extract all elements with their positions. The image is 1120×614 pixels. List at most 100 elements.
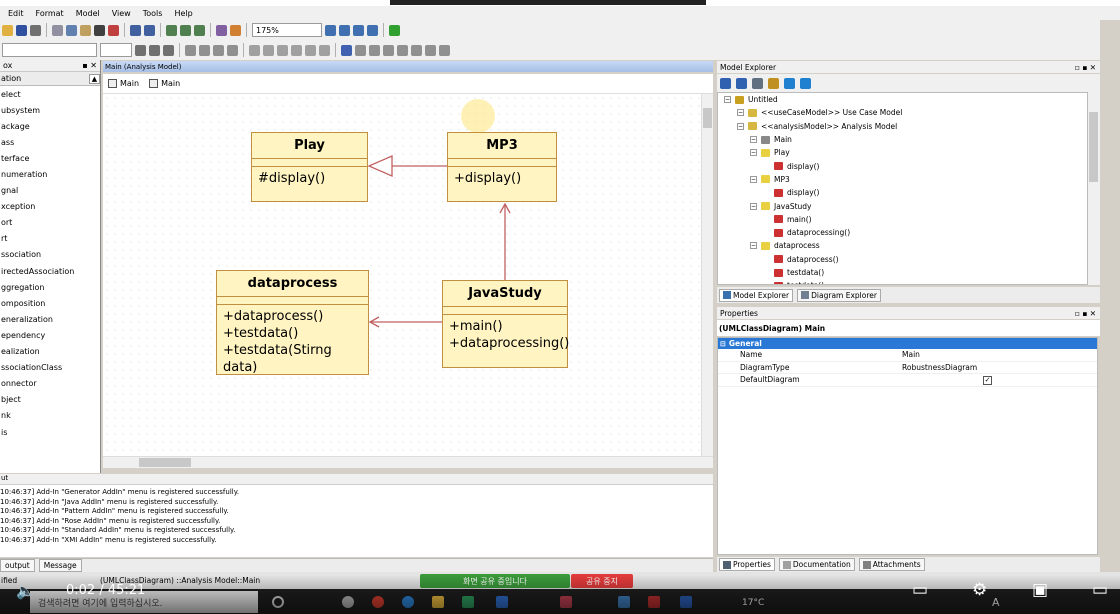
edge-icon[interactable] <box>402 596 414 608</box>
tab-message[interactable]: Message <box>38 559 82 572</box>
tab-documentation[interactable]: Documentation <box>778 558 855 571</box>
subtitles-icon[interactable]: ▭ <box>912 580 929 600</box>
weather-text[interactable]: 17°C <box>742 598 765 608</box>
class-javastudy[interactable]: JavaStudy +main() +dataprocessing() <box>442 280 569 368</box>
toolbox-item[interactable]: xception <box>1 202 36 212</box>
zoom-select[interactable]: 175% <box>252 23 322 37</box>
theater-icon[interactable]: ▭ <box>1092 580 1109 600</box>
toolbox-item[interactable]: terface <box>1 153 30 163</box>
pin-icon[interactable]: ▪ ✕ <box>82 61 97 70</box>
diagram2-icon[interactable] <box>180 24 191 36</box>
font-size-select[interactable] <box>100 43 132 57</box>
stop-share-button[interactable]: 공유 중지 <box>571 574 633 588</box>
align-left-icon[interactable] <box>383 44 394 56</box>
expand-icon[interactable]: − <box>750 242 757 250</box>
toolbox-item[interactable]: gnal <box>1 186 19 196</box>
word-icon[interactable] <box>680 596 692 608</box>
expand-icon[interactable]: − <box>750 202 757 210</box>
scroll-thumb[interactable] <box>139 458 191 467</box>
volume-icon[interactable]: 🔈 <box>16 582 35 600</box>
find-icon[interactable] <box>94 24 105 36</box>
expand-icon[interactable]: − <box>737 122 744 130</box>
class-play[interactable]: Play #display() <box>251 132 368 202</box>
toolbox-item[interactable]: irectedAssociation <box>1 266 75 276</box>
scroll-thumb[interactable] <box>1089 112 1098 182</box>
settings-icon[interactable] <box>342 596 354 608</box>
collapse-icon[interactable]: ▲ <box>89 73 100 84</box>
paste-icon[interactable] <box>80 24 91 36</box>
expand-icon[interactable]: − <box>750 136 757 144</box>
fill-color-icon[interactable] <box>163 44 174 56</box>
scroll-thumb[interactable] <box>703 108 712 128</box>
tree-node[interactable]: −<<useCaseModel>> Use Case Model <box>718 106 1087 119</box>
delete-icon[interactable] <box>108 24 119 36</box>
cut-icon[interactable] <box>52 24 63 36</box>
suppress-icon[interactable] <box>263 44 274 56</box>
sort-icon[interactable] <box>720 77 731 89</box>
collapse-icon[interactable]: ⊟ <box>720 339 726 348</box>
send-back-icon[interactable] <box>369 44 380 56</box>
class-mp3[interactable]: MP3 +display() <box>447 132 557 202</box>
settings-gear-icon[interactable]: ⚙ <box>972 580 988 600</box>
tree-node[interactable]: −JavaStudy <box>718 199 1087 212</box>
toolbox-item[interactable]: numeration <box>1 170 48 180</box>
explorer-icon[interactable] <box>432 596 444 608</box>
option-icon[interactable] <box>389 24 400 36</box>
panel-controls-icon[interactable]: ▫ ▪ ✕ <box>1074 62 1096 72</box>
expand-icon[interactable]: − <box>750 149 757 157</box>
copy-icon[interactable] <box>66 24 77 36</box>
expand-icon[interactable]: − <box>750 175 757 183</box>
expand-icon[interactable]: − <box>724 96 731 104</box>
property-value[interactable]: Main <box>902 350 920 360</box>
align3-icon[interactable] <box>213 44 224 56</box>
app5-icon[interactable] <box>648 596 660 608</box>
model-tree-scrollbar[interactable] <box>1088 92 1100 285</box>
undo-icon[interactable] <box>130 24 141 36</box>
tree-node[interactable]: −Play <box>718 146 1087 159</box>
space-icon[interactable] <box>439 44 450 56</box>
tab-properties[interactable]: Properties <box>719 558 775 571</box>
line-color-icon[interactable] <box>149 44 160 56</box>
print-icon[interactable] <box>30 24 41 36</box>
toolbox-item[interactable]: rt <box>1 234 8 244</box>
property-value[interactable]: RobustnessDiagram <box>902 362 978 372</box>
zoom-in-icon[interactable] <box>325 24 336 36</box>
app3-icon[interactable] <box>560 596 572 608</box>
tab-output[interactable]: output <box>0 559 35 572</box>
tree-node[interactable]: −Main <box>718 133 1087 146</box>
class-dataprocess[interactable]: dataprocess +dataprocess() +testdata() +… <box>216 270 369 375</box>
route-icon[interactable] <box>341 44 352 56</box>
visibility-icon[interactable] <box>305 44 316 56</box>
properties-category[interactable]: ⊟General <box>718 338 1097 349</box>
open-icon[interactable] <box>2 24 13 36</box>
tree-node[interactable]: −<<analysisModel>> Analysis Model <box>718 120 1087 133</box>
expand-icon[interactable]: − <box>737 109 744 117</box>
toolbox-item[interactable]: is <box>1 427 8 437</box>
tree-node[interactable]: dataprocessing() <box>718 226 1087 239</box>
toolbox-item[interactable]: nk <box>1 411 11 421</box>
align4-icon[interactable] <box>227 44 238 56</box>
menu-model[interactable]: Model <box>75 8 100 18</box>
redo-icon[interactable] <box>144 24 155 36</box>
diagram-canvas[interactable]: Play #display() MP3 +display() dataproce… <box>103 94 701 456</box>
toolbox-item[interactable]: ackage <box>1 121 30 131</box>
zoom-reset-icon[interactable] <box>367 24 378 36</box>
zoom-fit-icon[interactable] <box>353 24 364 36</box>
tree-node[interactable]: testdata() <box>718 266 1087 279</box>
align-right-icon[interactable] <box>397 44 408 56</box>
task-view-icon[interactable] <box>272 596 284 608</box>
show-attr-icon[interactable] <box>291 44 302 56</box>
toolbox-item[interactable]: omposition <box>1 298 46 308</box>
arrow-down-icon[interactable] <box>800 77 811 89</box>
show-ops-icon[interactable] <box>277 44 288 56</box>
align-top-icon[interactable] <box>411 44 422 56</box>
tree-node[interactable]: testdata() <box>718 279 1087 284</box>
zoom-out-icon[interactable] <box>339 24 350 36</box>
toolbox-item[interactable]: ubsystem <box>1 105 41 115</box>
toolbox-item[interactable]: ass <box>1 137 15 147</box>
panel-controls-icon[interactable]: ▫ ▪ ✕ <box>1074 308 1096 318</box>
toolbox-item[interactable]: ealization <box>1 347 40 357</box>
filter-icon[interactable] <box>768 77 779 89</box>
wand-icon[interactable] <box>230 24 241 36</box>
